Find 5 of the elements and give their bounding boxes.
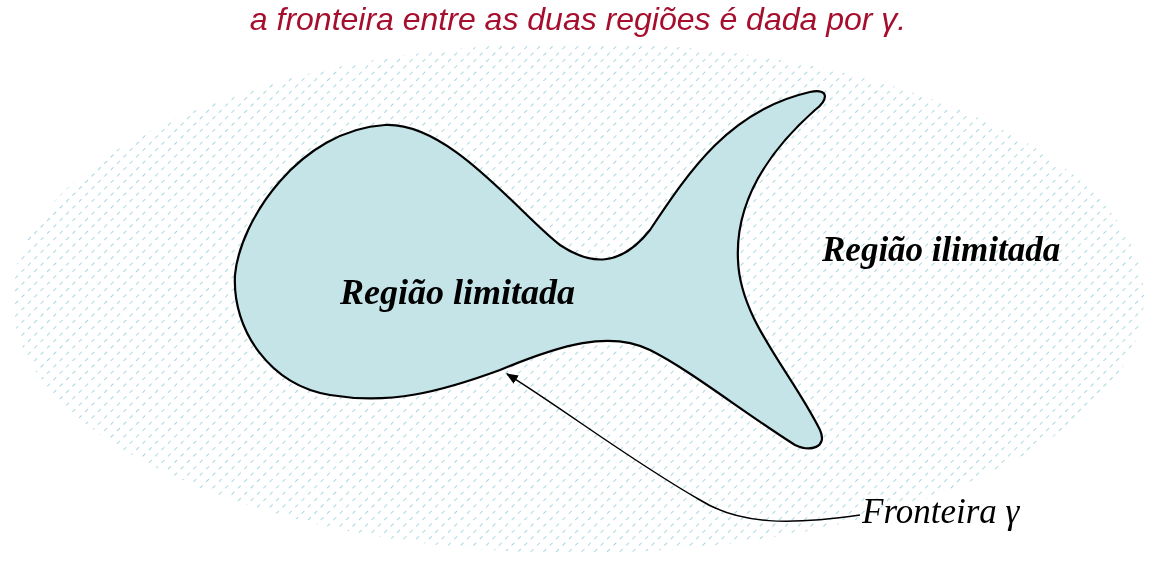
boundary-label: Fronteira γ	[862, 492, 1020, 532]
region-label: Região ilimitada	[822, 230, 1061, 270]
region-label: Região limitada	[340, 271, 575, 313]
title: a fronteira entre as duas regiões é dada por γ.	[248, 0, 908, 38]
leader-line	[506, 373, 861, 522]
